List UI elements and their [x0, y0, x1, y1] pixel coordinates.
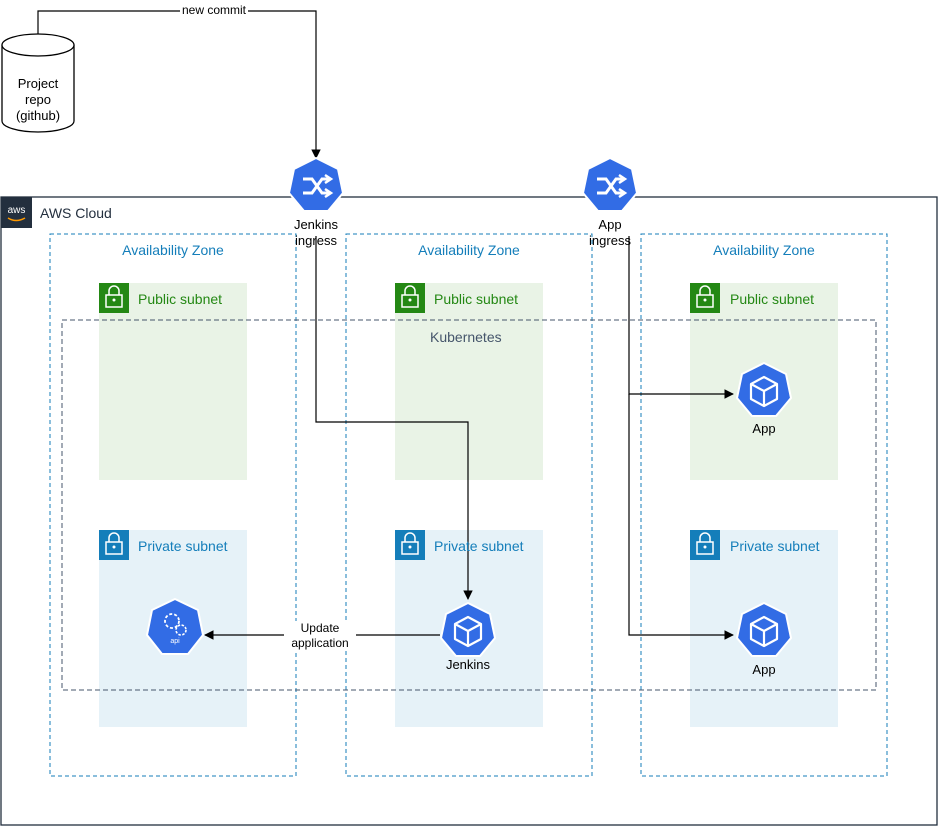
edge-jenkins-ingress-to-jenkins [315, 236, 473, 600]
project-repo-cylinder-icon [1, 33, 75, 133]
project-repo-label-line: repo [24, 92, 52, 107]
jenkins-pod-label: Jenkins [445, 657, 491, 672]
app-ingress-label-line: ingress [589, 233, 631, 248]
public-subnet-lock-icon [395, 283, 425, 313]
private-subnet-label: Private subnet [138, 538, 228, 554]
availability-zone-2 [345, 233, 593, 777]
edge-label-update-application-line: application [291, 636, 349, 650]
private-subnet-lock-icon [395, 530, 425, 560]
public-subnet-2 [395, 283, 543, 480]
availability-zone-3 [640, 233, 888, 777]
svg-text:api: api [170, 638, 180, 645]
public-subnet-lock-icon [99, 283, 129, 313]
edge-label-update-application-line: Update [300, 621, 340, 635]
jenkins-ingress-label-line: Jenkins [293, 217, 339, 232]
app-pod-public-icon [735, 361, 793, 417]
jenkins-pod-icon [439, 601, 497, 657]
app-ingress-icon [581, 156, 639, 212]
availability-zone-label: Availability Zone [713, 242, 815, 258]
private-subnet-lock-icon [99, 530, 129, 560]
jenkins-ingress-label-line: ingress [295, 233, 337, 248]
aws-logo-icon: aws [1, 197, 32, 228]
jenkins-ingress-icon [287, 156, 345, 212]
private-subnet-label: Private subnet [730, 538, 820, 554]
public-subnet-label: Public subnet [434, 291, 519, 307]
api-server-icon: api [145, 597, 205, 655]
public-subnet-1 [99, 283, 247, 480]
app-pod-private-icon [735, 601, 793, 657]
availability-zone-label: Availability Zone [418, 242, 520, 258]
private-subnet-lock-icon [690, 530, 720, 560]
public-subnet-label: Public subnet [138, 291, 223, 307]
jenkins-ingress-label: Jenkins ingress [286, 217, 346, 249]
aws-cloud-boundary [0, 196, 938, 826]
svg-text:aws: aws [8, 205, 26, 216]
availability-zone-1 [49, 233, 297, 777]
edge-label-new-commit: new commit [180, 3, 249, 18]
app-ingress-label-line: App [598, 217, 622, 232]
app-pod-public-label: App [752, 421, 776, 436]
project-repo-label: Project repo (github) [2, 76, 74, 124]
app-pod-private-label: App [752, 662, 776, 677]
private-subnet-label: Private subnet [434, 538, 524, 554]
kubernetes-label: Kubernetes [430, 329, 502, 345]
edge-label-update-application: Update application [284, 621, 356, 651]
public-subnet-lock-icon [690, 283, 720, 313]
aws-cloud-label: AWS Cloud [40, 205, 112, 221]
edge-new-commit [37, 10, 321, 159]
project-repo-label-line: Project [17, 76, 59, 91]
edge-app-ingress-to-private-app [628, 394, 734, 640]
project-repo-label-line: (github) [15, 108, 61, 123]
availability-zone-label: Availability Zone [122, 242, 224, 258]
app-ingress-label: App ingress [580, 217, 640, 249]
public-subnet-label: Public subnet [730, 291, 815, 307]
